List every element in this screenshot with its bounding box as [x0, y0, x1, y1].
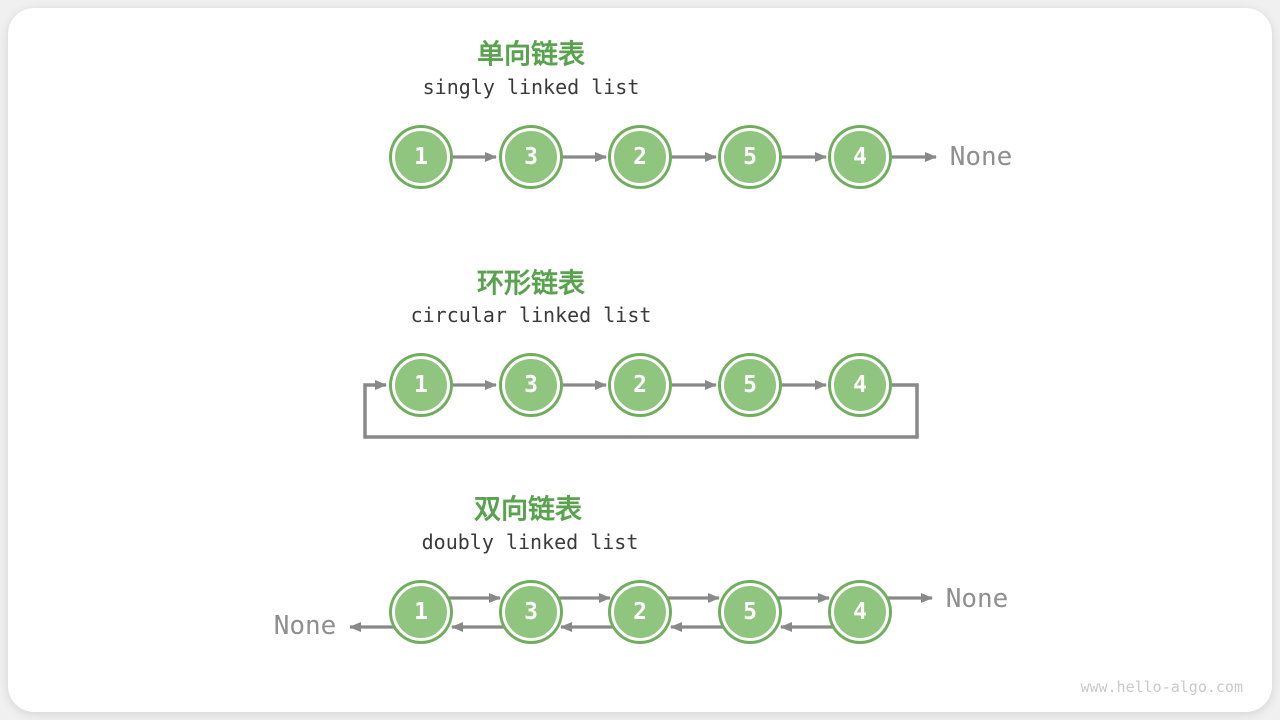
- singly-node-3: 2: [611, 128, 669, 186]
- doubly-subtitle: doubly linked list: [421, 530, 639, 554]
- doubly-node-3: 2: [611, 583, 669, 641]
- doubly-node-2: 3: [502, 583, 560, 641]
- singly-node-4: 5: [721, 128, 779, 186]
- watermark: www.hello-algo.com: [1080, 678, 1243, 696]
- circular-node-5: 4: [831, 356, 889, 414]
- doubly-node-1: 1: [392, 583, 450, 641]
- circular-node-3: 2: [611, 356, 669, 414]
- singly-none-label: None: [949, 142, 1013, 172]
- doubly-tail-none-label: None: [945, 584, 1009, 614]
- singly-node-2: 3: [502, 128, 560, 186]
- circular-node-4: 5: [721, 356, 779, 414]
- circular-subtitle: circular linked list: [410, 303, 652, 327]
- singly-node-1: 1: [392, 128, 450, 186]
- singly-title: 单向链表: [477, 39, 585, 71]
- singly-node-5: 4: [831, 128, 889, 186]
- circular-node-2: 3: [502, 356, 560, 414]
- doubly-node-5: 4: [831, 583, 889, 641]
- doubly-title: 双向链表: [474, 494, 582, 526]
- singly-subtitle: singly linked list: [422, 75, 640, 99]
- circular-node-1: 1: [392, 356, 450, 414]
- doubly-head-none-label: None: [273, 611, 337, 641]
- doubly-node-4: 5: [721, 583, 779, 641]
- circular-title: 环形链表: [477, 268, 585, 300]
